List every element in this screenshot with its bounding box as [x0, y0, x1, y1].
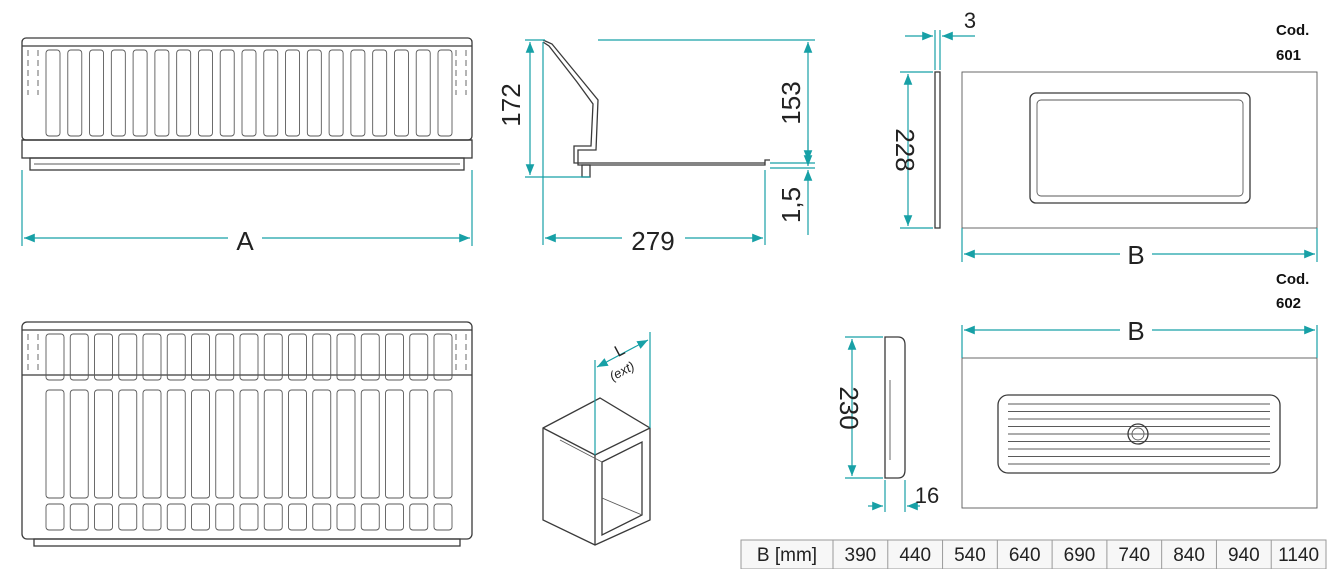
dimension-153-label: 153 — [776, 81, 806, 124]
size-table: B [mm] 390 440 540 640 690 740 840 940 1140 — [740, 539, 1327, 569]
dimension-3: 3 — [905, 8, 976, 70]
dimension-230-label: 230 — [834, 386, 864, 429]
dimension-a-label: A — [236, 226, 254, 256]
code-601-line1: Cod. — [1276, 22, 1309, 39]
dimension-1-5: 1,5 — [770, 140, 815, 235]
code-601-label: Cod. 601 — [1276, 22, 1309, 64]
size-table-cell: 1140 — [1278, 545, 1319, 566]
dimension-279: 279 — [542, 42, 766, 256]
code-602-line1: Cod. — [1276, 271, 1309, 288]
dimension-l-note: (ext) — [607, 358, 637, 383]
dimension-3-label: 3 — [964, 8, 976, 33]
dimension-172: 172 — [496, 39, 590, 178]
code-602-line2: 602 — [1276, 295, 1301, 312]
size-table-cell: 390 — [845, 545, 877, 566]
size-table-cell: 540 — [954, 545, 986, 566]
dimension-172-label: 172 — [496, 83, 526, 126]
dimension-228: 228 — [890, 71, 933, 229]
size-table-cell: 840 — [1173, 545, 1205, 566]
dimension-228-label: 228 — [890, 128, 920, 171]
panel-601 — [934, 71, 1318, 229]
dimension-a: A — [21, 170, 473, 256]
code-601-line2: 601 — [1276, 47, 1301, 64]
size-table-cell: 940 — [1228, 545, 1260, 566]
dimension-16: 16 — [868, 480, 939, 512]
dimension-b-602-label: B — [1127, 316, 1144, 346]
dimension-230: 230 — [834, 336, 883, 479]
size-table-cell: 440 — [899, 545, 931, 566]
dimension-b-601-label: B — [1127, 240, 1144, 270]
dimension-16-label: 16 — [915, 483, 939, 508]
dimension-b-602: B — [961, 316, 1318, 358]
rack-top-view — [21, 321, 473, 547]
dimension-1-5-label: 1,5 — [776, 187, 806, 223]
panel-602 — [884, 336, 1318, 509]
rack-side-profile — [542, 39, 770, 178]
size-table-header: B [mm] — [757, 545, 817, 566]
size-table-cell: 690 — [1064, 545, 1096, 566]
size-table-cell: 740 — [1118, 545, 1150, 566]
code-602-label: Cod. 602 — [1276, 271, 1309, 312]
cell-isometric — [542, 397, 651, 546]
dimension-279-label: 279 — [631, 226, 674, 256]
rack-front-view — [21, 37, 473, 171]
dimension-l: L (ext) — [594, 332, 651, 455]
size-table-cell: 640 — [1009, 545, 1041, 566]
dimension-153: 153 — [598, 39, 815, 164]
dimension-b-601: B — [961, 228, 1318, 270]
